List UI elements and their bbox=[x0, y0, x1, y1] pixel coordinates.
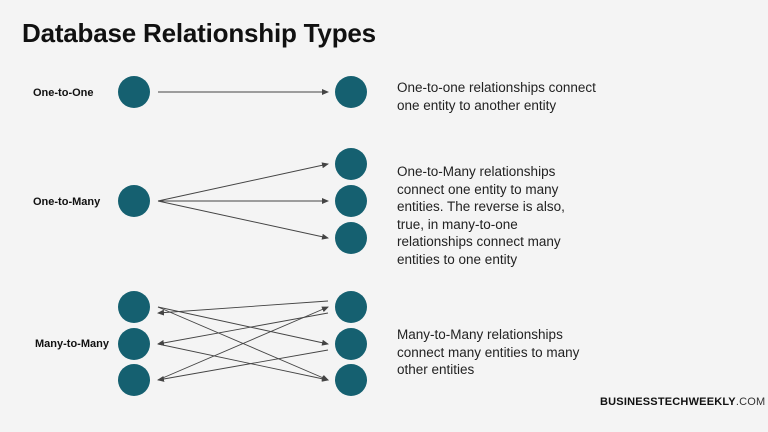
relationship-arrow bbox=[157, 306, 329, 381]
entity-node bbox=[118, 76, 150, 108]
description-line: One-to-Many relationships bbox=[397, 164, 556, 179]
one-to-many-group bbox=[118, 148, 367, 254]
description-line: Many-to-Many relationships bbox=[397, 327, 563, 342]
entity-node bbox=[335, 76, 367, 108]
brand-name: BUSINESSTECHWEEKLY bbox=[600, 396, 736, 408]
description-many-to-many: Many-to-Many relationships connect many … bbox=[397, 326, 637, 379]
relationship-arrow bbox=[157, 200, 329, 240]
relationship-arrow bbox=[157, 349, 329, 382]
entity-node bbox=[335, 291, 367, 323]
entity-node bbox=[335, 222, 367, 254]
relationship-arrow bbox=[157, 300, 329, 316]
entity-node bbox=[335, 185, 367, 217]
relationship-arrow bbox=[157, 312, 329, 346]
description-line: entities. The reverse is also, bbox=[397, 199, 565, 214]
brand-logo: BUSINESSTECHWEEKLY.COM bbox=[600, 396, 765, 408]
entity-node bbox=[335, 148, 367, 180]
entity-node bbox=[118, 328, 150, 360]
relationship-arrow bbox=[157, 162, 329, 202]
entity-node bbox=[335, 364, 367, 396]
page-title: Database Relationship Types bbox=[22, 18, 376, 48]
brand-domain: .COM bbox=[735, 396, 766, 408]
many-to-many-group bbox=[118, 291, 367, 396]
description-line: true, in many-to-one bbox=[397, 216, 518, 232]
description-line: entities to one entity bbox=[397, 251, 518, 267]
entity-node bbox=[335, 328, 367, 360]
entity-node bbox=[118, 364, 150, 396]
entity-node bbox=[118, 185, 150, 217]
one-to-one-group bbox=[118, 76, 367, 108]
description-line: connect many entities to many bbox=[397, 344, 580, 360]
description-one-to-many: One-to-Many relationships connect one en… bbox=[397, 163, 637, 268]
description-line: relationships connect many bbox=[397, 234, 561, 249]
description-one-to-one: One-to-one relationships connect one ent… bbox=[397, 79, 637, 114]
row-label-one-to-one: One-to-One bbox=[33, 87, 94, 99]
row-label-one-to-many: One-to-Many bbox=[33, 196, 101, 208]
row-label-many-to-many: Many-to-Many bbox=[35, 338, 109, 350]
description-line: other entities bbox=[397, 362, 475, 377]
description-line: one entity to another entity bbox=[397, 97, 557, 113]
relationship-arrow bbox=[157, 343, 329, 382]
description-line: connect one entity to many bbox=[397, 181, 559, 197]
entity-node bbox=[118, 291, 150, 323]
relationship-arrow bbox=[157, 306, 329, 346]
description-line: One-to-one relationships connect bbox=[397, 80, 596, 95]
